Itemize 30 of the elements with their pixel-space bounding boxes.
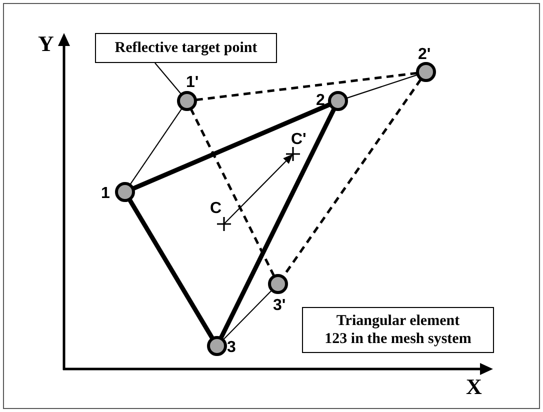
node-point: [268, 274, 288, 294]
line: [128, 198, 214, 340]
line: [222, 290, 272, 340]
point-label: 2: [316, 92, 325, 109]
point-label: 2': [418, 46, 431, 63]
line: [190, 108, 276, 276]
point-label: 1': [186, 74, 199, 91]
point-label: 3: [227, 339, 236, 356]
text-box: Reflective target point: [95, 33, 277, 63]
cross-mark: [217, 217, 231, 231]
node-point: [416, 62, 436, 82]
text-box: Triangular element 123 in the mesh system: [302, 307, 494, 353]
line: [196, 72, 418, 102]
line: [346, 74, 418, 99]
node-point: [207, 336, 227, 356]
node-point: [328, 91, 348, 111]
line: [132, 102, 331, 191]
point-label: C: [210, 200, 222, 217]
axis-label: X: [466, 376, 482, 398]
point-label: C': [291, 131, 306, 148]
cross-mark: [286, 147, 300, 161]
node-point: [177, 91, 197, 111]
point-label: 3': [273, 297, 286, 314]
arrow: [224, 154, 293, 224]
axis-label: Y: [38, 33, 54, 55]
line: [218, 108, 336, 339]
leader-line: [154, 62, 182, 94]
line: [130, 108, 182, 185]
point-label: 1: [101, 185, 110, 202]
node-point: [115, 182, 135, 202]
